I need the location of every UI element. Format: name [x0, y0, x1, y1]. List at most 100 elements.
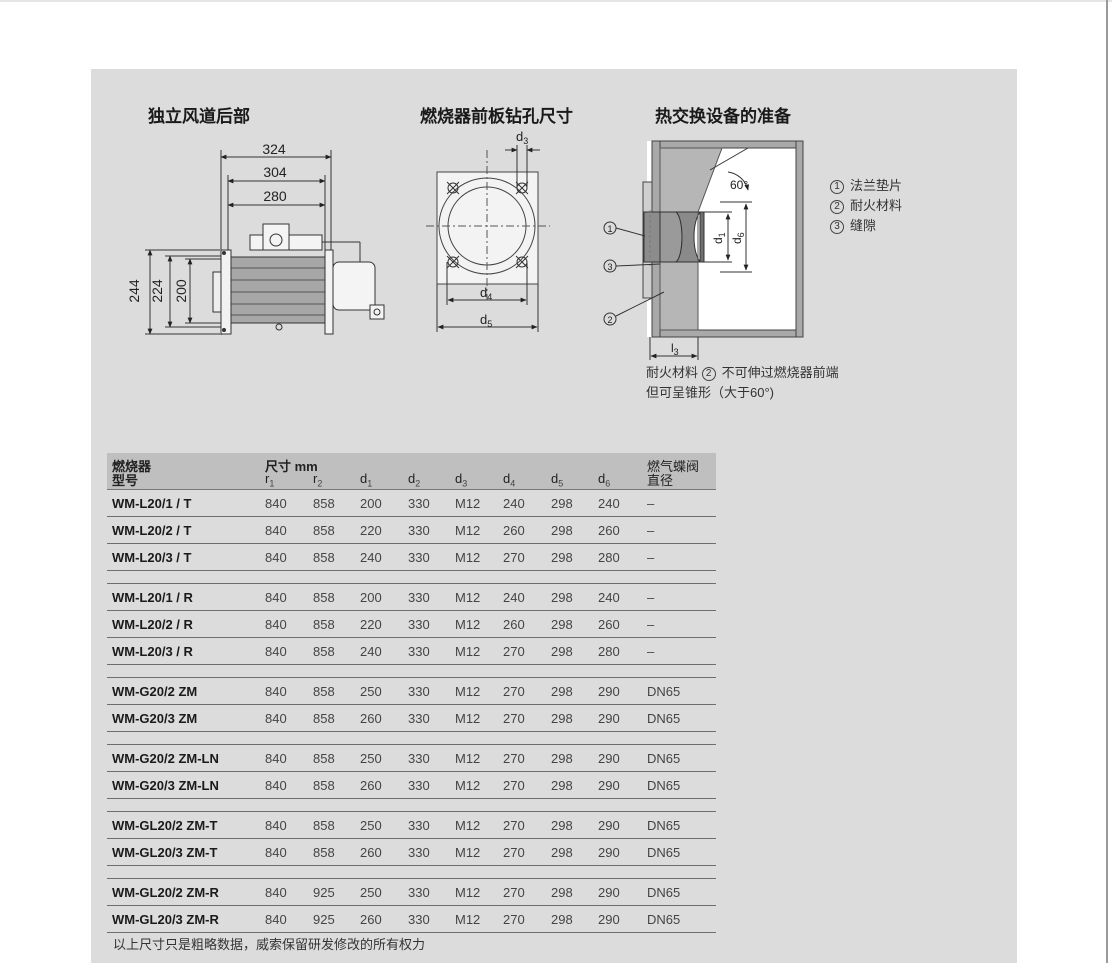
- cell-d5: 298: [551, 912, 573, 927]
- footnote: 以上尺寸只是粗略数据，威索保留研发修改的所有权力: [113, 937, 426, 952]
- cell-gas-valve: DN65: [647, 711, 681, 726]
- cell-d2: 330: [408, 818, 430, 833]
- cell-d3: M12: [455, 885, 481, 900]
- cell-d6: 280: [598, 644, 620, 659]
- burner-model: WM-L20/2 / T: [112, 523, 192, 538]
- cell-r1: 840: [265, 912, 287, 927]
- top-border: [0, 0, 1112, 2]
- dim-304: 304: [263, 164, 287, 180]
- cell-d3: M12: [455, 684, 481, 699]
- cell-d1: 200: [360, 590, 382, 605]
- cell-gas-valve: –: [647, 550, 655, 565]
- cell-d4: 270: [503, 885, 525, 900]
- label-l3: l: [671, 341, 674, 355]
- cell-r1: 840: [265, 711, 287, 726]
- cell-r1: 840: [265, 684, 287, 699]
- svg-text:d6: d6: [730, 232, 746, 244]
- cell-gas-valve: DN65: [647, 778, 681, 793]
- cell-d1: 260: [360, 778, 382, 793]
- cell-d6: 290: [598, 845, 620, 860]
- cell-d6: 290: [598, 818, 620, 833]
- cell-d1: 250: [360, 684, 382, 699]
- burner-model: WM-G20/3 ZM: [112, 711, 198, 726]
- cell-d2: 330: [408, 590, 430, 605]
- cell-d3: M12: [455, 496, 481, 511]
- dim-200: 200: [173, 279, 189, 303]
- burner-model: WM-L20/3 / T: [112, 550, 192, 565]
- cell-d5: 298: [551, 778, 573, 793]
- cell-d2: 330: [408, 711, 430, 726]
- column-header: d2: [408, 471, 421, 489]
- cell-d4: 270: [503, 550, 525, 565]
- cell-d5: 298: [551, 751, 573, 766]
- column-header: d6: [598, 471, 611, 489]
- svg-text:d1: d1: [711, 232, 727, 244]
- group-separator: [107, 571, 716, 584]
- cell-r1: 840: [265, 644, 287, 659]
- cell-r2: 858: [313, 711, 335, 726]
- cell-d4: 270: [503, 751, 525, 766]
- heading-rear-duct: 独立风道后部: [148, 107, 250, 126]
- cell-r1: 840: [265, 751, 287, 766]
- cell-d3: M12: [455, 778, 481, 793]
- burner-model: WM-L20/1 / T: [112, 496, 192, 511]
- column-header: d4: [503, 471, 516, 489]
- cell-r2: 858: [313, 617, 335, 632]
- dim-224: 224: [149, 279, 165, 303]
- cell-d6: 290: [598, 711, 620, 726]
- svg-text:d3: d3: [516, 129, 528, 146]
- cell-d1: 220: [360, 523, 382, 538]
- cell-r2: 858: [313, 496, 335, 511]
- cell-d2: 330: [408, 885, 430, 900]
- cell-gas-valve: DN65: [647, 885, 681, 900]
- cell-d4: 240: [503, 590, 525, 605]
- cell-d2: 330: [408, 751, 430, 766]
- cell-d2: 330: [408, 550, 430, 565]
- cell-r2: 925: [313, 912, 335, 927]
- cell-d3: M12: [455, 912, 481, 927]
- cell-gas-valve: DN65: [647, 845, 681, 860]
- burner-model: WM-GL20/3 ZM-T: [112, 845, 218, 860]
- cell-d5: 298: [551, 523, 573, 538]
- cell-d1: 220: [360, 617, 382, 632]
- group-separator: [107, 732, 716, 745]
- cell-d6: 290: [598, 912, 620, 927]
- svg-text:l3: l3: [671, 341, 679, 357]
- heat-exchanger-section: [603, 140, 804, 360]
- cell-r2: 858: [313, 845, 335, 860]
- cell-d5: 298: [551, 845, 573, 860]
- cell-d6: 240: [598, 590, 620, 605]
- cell-d4: 270: [503, 644, 525, 659]
- cell-r2: 858: [313, 550, 335, 565]
- cell-d1: 260: [360, 912, 382, 927]
- cell-d3: M12: [455, 644, 481, 659]
- cell-d5: 298: [551, 818, 573, 833]
- cell-d1: 200: [360, 496, 382, 511]
- cell-d1: 250: [360, 885, 382, 900]
- cell-d2: 330: [408, 523, 430, 538]
- cell-d2: 330: [408, 496, 430, 511]
- cell-r2: 858: [313, 778, 335, 793]
- cell-gas-valve: –: [647, 523, 655, 538]
- callout-1: 1: [607, 224, 612, 234]
- label-d5: d: [480, 312, 487, 327]
- cell-r1: 840: [265, 818, 287, 833]
- burner-model: WM-G20/2 ZM-LN: [112, 751, 219, 766]
- cell-r1: 840: [265, 885, 287, 900]
- group-separator: [107, 866, 716, 879]
- cell-gas-valve: DN65: [647, 912, 681, 927]
